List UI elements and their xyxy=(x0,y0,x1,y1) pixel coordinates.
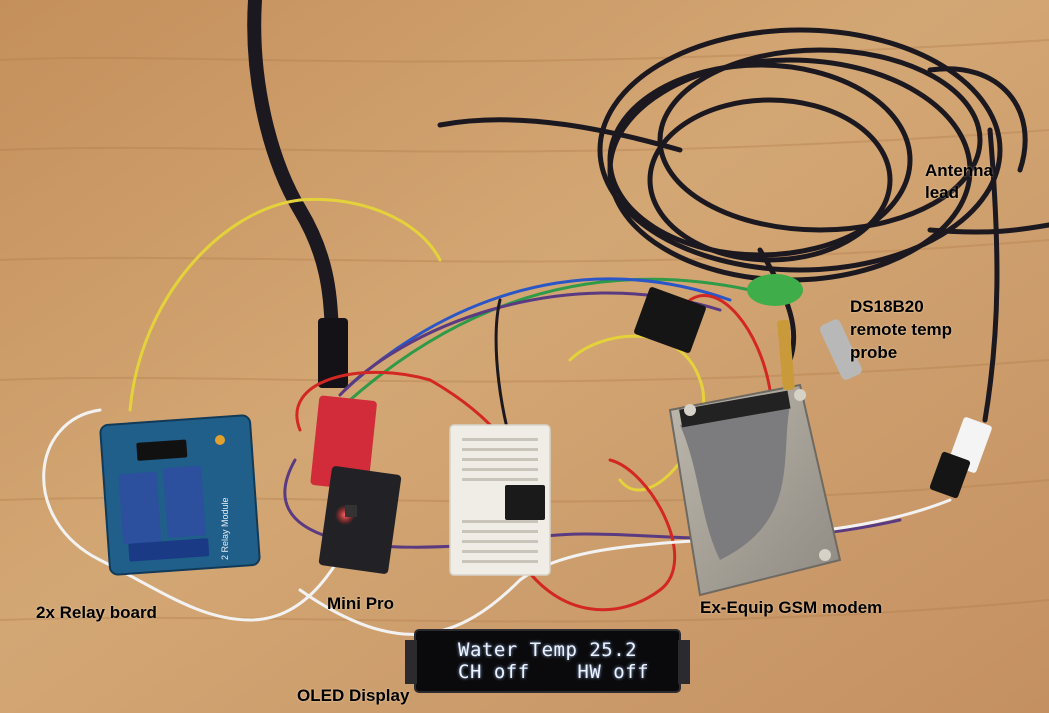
oled-line-1: Water Temp 25.2 xyxy=(458,639,638,661)
label-relay-board: 2x Relay board xyxy=(36,603,157,622)
gsm-modem xyxy=(668,383,842,597)
temp-probe xyxy=(747,274,862,391)
mini-pro-board xyxy=(310,395,402,574)
relay-module-print: 2 Relay Module xyxy=(220,497,230,560)
oled-line-2: CH off HW off xyxy=(458,661,650,683)
breadboard xyxy=(449,424,551,576)
label-oled-display: OLED Display xyxy=(297,686,410,705)
wood-grain xyxy=(0,39,1049,623)
label-ds18b20-probe: DS18B20 remote temp probe xyxy=(850,297,953,362)
oled-display xyxy=(405,629,690,693)
usb-cable xyxy=(247,0,339,337)
relay-board xyxy=(99,414,261,576)
usb-plug xyxy=(318,318,348,388)
jumper-headers xyxy=(634,287,992,499)
label-mini-pro: Mini Pro xyxy=(327,594,395,613)
label-antenna-lead: Antenna lead xyxy=(925,161,993,202)
label-gsm-modem: Ex-Equip GSM modem xyxy=(700,598,883,617)
